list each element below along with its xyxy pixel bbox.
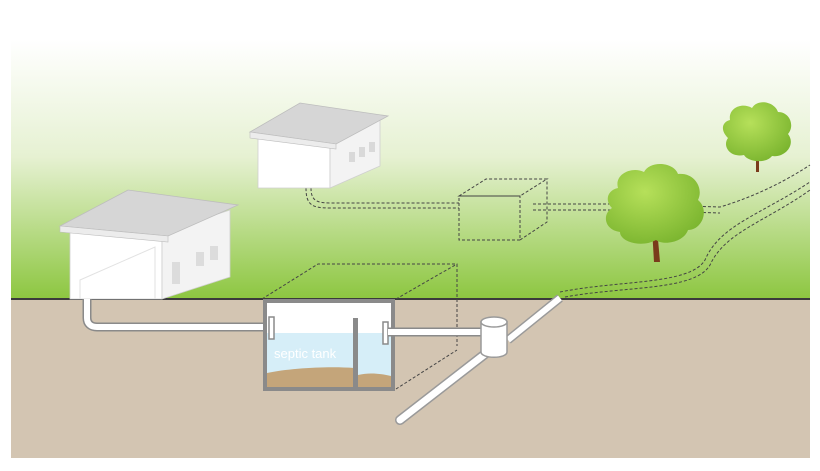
dashed-outline-box-far [457, 178, 549, 241]
tree-small [722, 102, 792, 172]
septic-tank-label: septic tank [274, 346, 337, 361]
house-far [248, 102, 390, 189]
drain-pipe-back [505, 294, 563, 344]
distribution-box [480, 316, 508, 358]
drain-pipe-front [395, 349, 490, 425]
inlet-tee [268, 316, 275, 340]
dashed-outline-box-tank [261, 263, 458, 390]
tree-large [605, 163, 704, 262]
septic-tank: septic tank [263, 299, 395, 391]
tank-baffle [353, 318, 358, 388]
outlet-tee [382, 321, 389, 345]
house-near [58, 189, 240, 300]
